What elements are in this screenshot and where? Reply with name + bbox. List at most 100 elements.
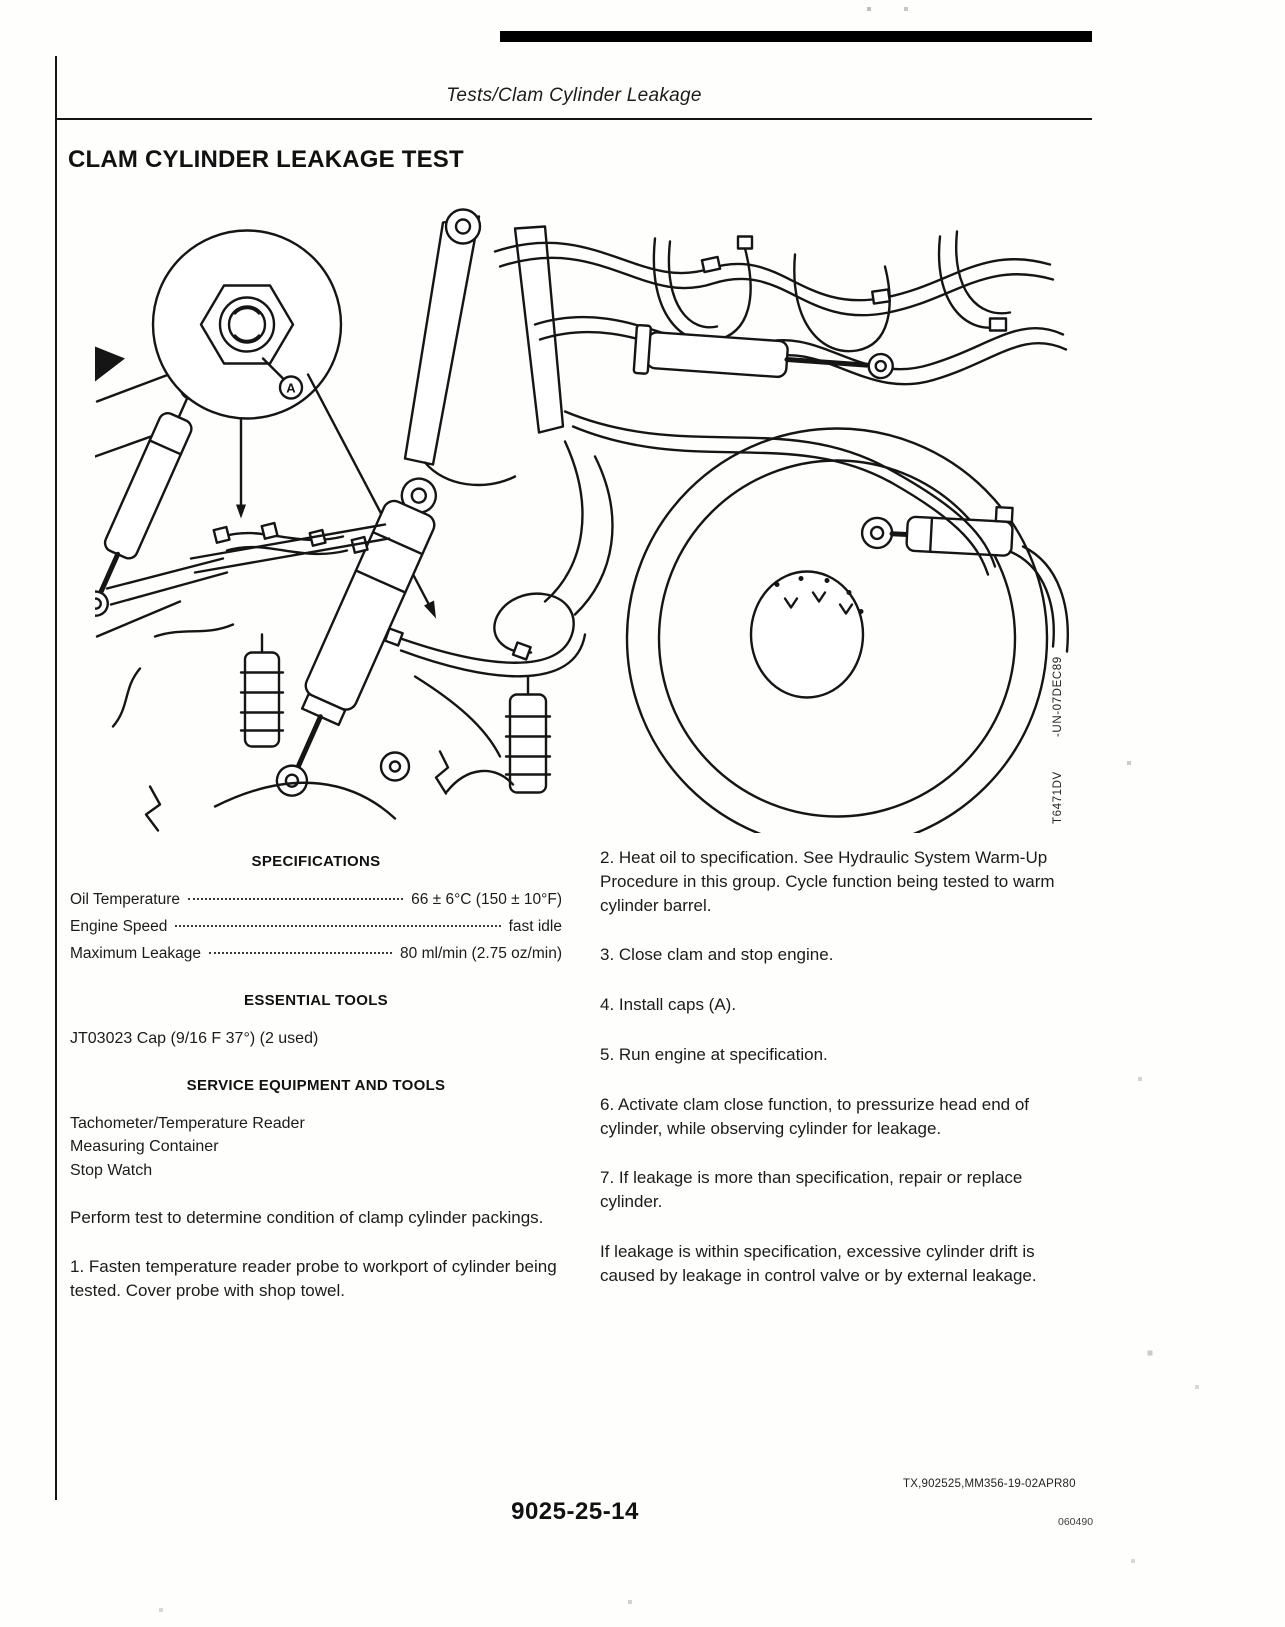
leader-dots <box>208 952 393 955</box>
paragraph: Perform test to determine condition of c… <box>70 1207 544 1227</box>
break-squiggle <box>144 785 162 832</box>
hydraulic-hose <box>793 253 891 353</box>
hydraulic-hose <box>1008 550 1055 648</box>
frame-line <box>95 600 182 638</box>
left-column: SPECIFICATIONS Oil Temperature 66 ± 6°C … <box>70 852 562 1328</box>
hose-fitting <box>871 288 891 305</box>
paragraph: 1. Fasten temperature reader probe to wo… <box>70 1257 557 1300</box>
spec-row: Maximum Leakage 80 ml/min (2.75 oz/min) <box>70 943 562 964</box>
spec-row: Engine Speed fast idle <box>70 916 562 937</box>
spec-label: Oil Temperature <box>70 890 180 908</box>
lug-dot <box>798 576 804 581</box>
spec-value: 66 ± 6°C (150 ± 10°F) <box>411 890 562 908</box>
steering-cylinder <box>82 375 204 617</box>
scan-artifact-bar <box>500 31 1092 42</box>
specifications-table: Oil Temperature 66 ± 6°C (150 ± 10°F) En… <box>70 889 562 965</box>
scan-noise-specks <box>0 0 2 2</box>
tie-rod <box>109 571 229 606</box>
boom-arm <box>513 225 565 434</box>
clam-close-cylinder <box>860 505 1014 557</box>
hose-fitting <box>988 317 1008 332</box>
accumulator <box>239 633 285 748</box>
hydraulic-hose <box>937 235 1002 329</box>
callout-letter-circle <box>278 375 304 400</box>
equipment-item: Tachometer/Temperature Reader <box>70 1115 305 1133</box>
leader-dots <box>187 897 404 900</box>
boom-arm <box>403 215 481 466</box>
lug-dot <box>774 582 780 587</box>
boom-pivot-pin <box>454 218 472 235</box>
tie-rod <box>153 623 235 638</box>
hydraulic-hose <box>393 592 575 664</box>
hydraulic-hose <box>563 410 997 568</box>
clam-cylinder-illustration: A <box>82 208 1069 850</box>
hub-mark <box>811 591 827 603</box>
hydraulic-hose <box>667 240 719 329</box>
workport-fitting <box>212 525 231 544</box>
cap-nut <box>199 284 295 365</box>
specifications-heading: SPECIFICATIONS <box>251 853 381 870</box>
frame-curve <box>445 769 515 793</box>
hose-fitting <box>511 641 532 661</box>
figure-negative-id: -UN-07DEC89 <box>1052 656 1064 737</box>
break-squiggle <box>434 750 450 795</box>
left-border-rule <box>55 56 57 1500</box>
frame-wedge <box>95 346 125 382</box>
lug-dot <box>846 590 852 595</box>
hose-fitting <box>700 255 722 274</box>
header-rule <box>56 118 1092 120</box>
equipment-item: Measuring Container <box>70 1138 219 1156</box>
manifold-bar <box>189 523 387 560</box>
figure: A <box>82 205 1085 850</box>
note-paragraph: If leakage is within specification, exce… <box>600 1241 1037 1285</box>
hydraulic-hose <box>1021 545 1069 653</box>
hub-mark <box>838 603 854 615</box>
spec-value: fast idle <box>508 918 562 936</box>
essential-tools-heading: ESSENTIAL TOOLS <box>244 991 388 1009</box>
essential-tool-item: JT03023 Cap (9/16 F 37°) (2 used) <box>70 1029 319 1047</box>
hose-fitting <box>736 235 754 250</box>
spec-label: Engine Speed <box>70 918 168 936</box>
hydraulic-hose <box>571 425 990 576</box>
step-paragraph: 4. Install caps (A). <box>600 995 737 1015</box>
spec-label: Maximum Leakage <box>70 945 201 963</box>
hydraulic-hose <box>221 531 345 542</box>
step-paragraph: 7. If leakage is more than specification… <box>600 1168 1023 1212</box>
frame-line <box>111 667 142 728</box>
workport-fitting <box>260 521 279 540</box>
hydraulic-hose <box>399 633 587 678</box>
frame-curve <box>213 781 397 820</box>
accumulator <box>504 675 552 794</box>
leader-dots <box>175 925 501 928</box>
frame-curve <box>423 461 517 487</box>
page-number: 9025-25-14 <box>511 1498 639 1525</box>
hydraulic-hose <box>954 230 1012 315</box>
spec-value: 80 ml/min (2.75 oz/min) <box>400 945 562 963</box>
step-paragraph: 6. Activate clam close function, to pres… <box>600 1094 1030 1138</box>
boom-pivot <box>444 208 482 245</box>
hydraulic-hose <box>225 545 349 556</box>
tie-rod <box>105 557 225 590</box>
hydraulic-hose <box>413 675 502 758</box>
wheel-hub <box>749 570 865 699</box>
callout-arrowhead <box>236 504 246 519</box>
page-title: CLAM CYLINDER LEAKAGE TEST <box>68 146 464 173</box>
service-equipment-list: Tachometer/Temperature Reader Measuring … <box>70 1112 562 1182</box>
breadcrumb: Tests/Clam Cylinder Leakage <box>446 85 702 106</box>
lug-dot <box>858 609 864 614</box>
callout-leader <box>261 357 285 380</box>
pivot-pin <box>388 760 402 773</box>
hub-mark <box>783 597 799 609</box>
bucket-cylinder <box>632 323 894 380</box>
callout-arrowhead <box>424 600 436 619</box>
equipment-item: Stop Watch <box>70 1161 153 1179</box>
callout-letter: A <box>286 381 296 396</box>
step-paragraph: 3. Close clam and stop engine. <box>600 945 834 965</box>
frame-curve <box>573 455 614 616</box>
figure-photo-id: T6471DV <box>1052 771 1064 824</box>
step-paragraph: 2. Heat oil to specification. See Hydrau… <box>600 848 1055 915</box>
lug-dot <box>824 578 830 583</box>
print-code: 060490 <box>1058 1516 1094 1528</box>
frame-curve <box>543 440 584 603</box>
spec-row: Oil Temperature 66 ± 6°C (150 ± 10°F) <box>70 889 562 910</box>
